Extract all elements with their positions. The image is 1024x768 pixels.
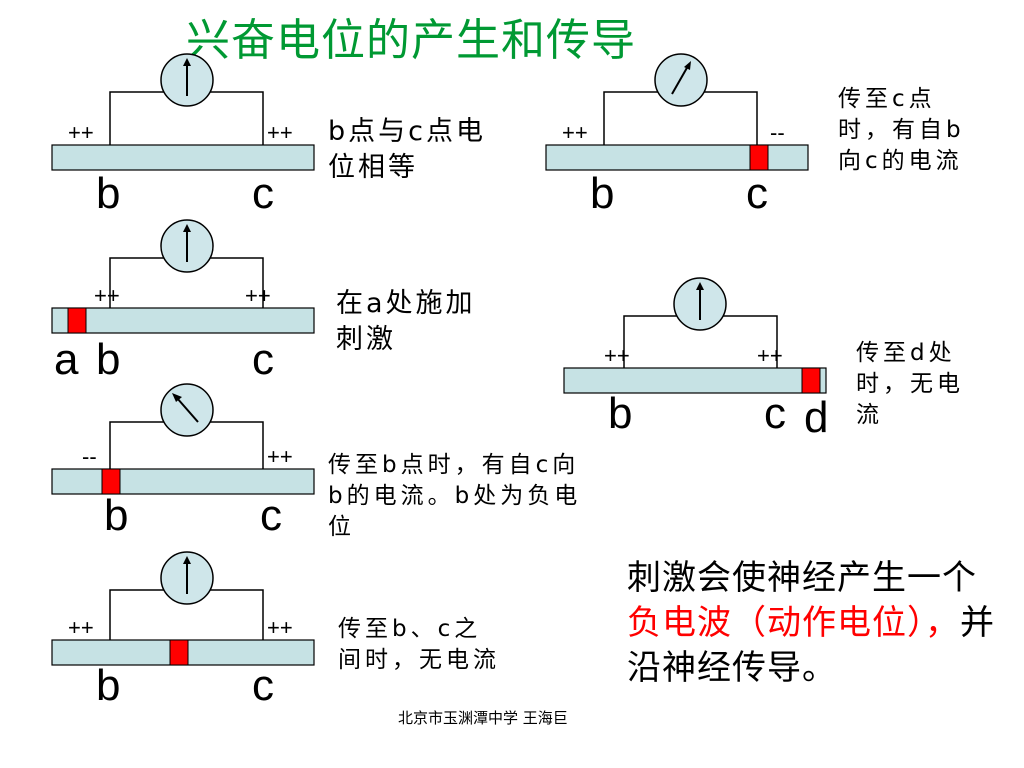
panel-1: ++ ++ b c bbox=[51, 53, 315, 218]
point-label-b: b bbox=[96, 169, 120, 218]
stimulus-marker bbox=[169, 639, 189, 666]
nerve-fiber bbox=[51, 307, 315, 334]
needle-arrowhead bbox=[183, 224, 191, 232]
point-label-a: a bbox=[54, 335, 79, 384]
left-sign: ++ bbox=[68, 120, 94, 145]
nerve-fiber bbox=[51, 468, 315, 495]
point-label-c: c bbox=[252, 661, 274, 710]
galvanometer-needle bbox=[176, 397, 199, 423]
right-sign: ++ bbox=[267, 120, 293, 145]
right-sign: ++ bbox=[757, 343, 783, 368]
caption-panel-4: 传至b、c之间时，无电流 bbox=[338, 616, 500, 673]
panel-3: -- ++ b c bbox=[51, 383, 315, 540]
needle-arrowhead bbox=[183, 556, 191, 564]
caption-panel-1: b点与c点电位相等 bbox=[328, 116, 486, 183]
needle-arrowhead bbox=[183, 58, 191, 66]
needle-arrowhead bbox=[696, 282, 704, 290]
right-sign: ++ bbox=[267, 615, 293, 640]
nerve-fiber bbox=[51, 144, 315, 171]
summary-before: 刺激会使神经产生一个 bbox=[627, 558, 977, 598]
stimulus-marker bbox=[749, 144, 769, 171]
summary-text: 刺激会使神经产生一个负电波（动作电位），并沿神经传导。 bbox=[627, 556, 997, 691]
left-sign: ++ bbox=[604, 343, 630, 368]
nerve-fiber bbox=[563, 367, 827, 394]
right-sign: ++ bbox=[267, 444, 293, 469]
left-sign: ++ bbox=[68, 615, 94, 640]
stimulus-marker bbox=[101, 468, 121, 495]
summary-highlight: 负电波（动作电位）， bbox=[627, 603, 960, 643]
point-label-c: c bbox=[260, 491, 282, 540]
panel-4: ++ ++ b c bbox=[51, 551, 315, 710]
right-sign: ++ bbox=[245, 283, 271, 308]
caption-panel-2: 在a处施加刺激 bbox=[336, 288, 476, 355]
point-label-c: c bbox=[252, 335, 274, 384]
caption-panel-6: 传至d处时，无电流 bbox=[856, 340, 964, 428]
panel-2: ++ ++ a b c bbox=[51, 219, 315, 384]
point-label-b: b bbox=[608, 389, 632, 438]
panel-5: ++ -- b c bbox=[545, 53, 809, 218]
left-sign: ++ bbox=[562, 120, 588, 145]
right-sign: -- bbox=[770, 120, 785, 145]
left-sign: -- bbox=[82, 444, 97, 469]
left-sign: ++ bbox=[94, 283, 120, 308]
point-label-b: b bbox=[96, 335, 120, 384]
point-label-c: c bbox=[252, 169, 274, 218]
point-label-d: d bbox=[804, 393, 828, 442]
galvanometer-needle bbox=[671, 65, 689, 95]
footer-credit: 北京市玉渊潭中学 王海巨 bbox=[398, 709, 568, 727]
point-label-b: b bbox=[96, 661, 120, 710]
stimulus-marker bbox=[67, 307, 87, 334]
needle-arrowhead bbox=[172, 393, 182, 402]
needle-arrowhead bbox=[684, 61, 691, 70]
point-label-c: c bbox=[746, 169, 768, 218]
caption-panel-5: 传至c点时，有自b向c的电流 bbox=[838, 86, 965, 174]
point-label-c: c bbox=[764, 389, 786, 438]
stimulus-marker bbox=[801, 367, 821, 394]
nerve-fiber bbox=[545, 144, 809, 171]
caption-panel-3: 传至b点时，有自c向b的电流。b处为负电位 bbox=[328, 452, 582, 540]
panel-6: ++ ++ b c d bbox=[563, 277, 828, 442]
point-label-b: b bbox=[104, 491, 128, 540]
page-title: 兴奋电位的产生和传导 bbox=[186, 15, 636, 66]
summary-after: 并沿神经传导。 bbox=[627, 603, 995, 688]
point-label-b: b bbox=[590, 169, 614, 218]
